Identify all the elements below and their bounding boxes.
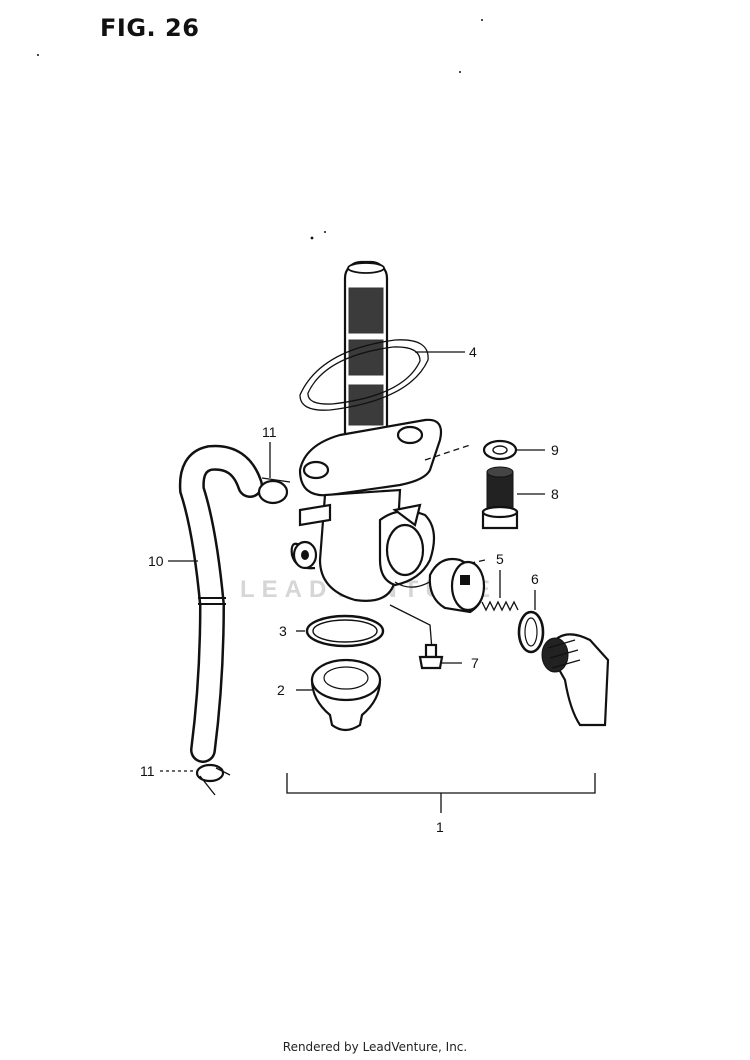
footer-credit: Rendered by LeadVenture, Inc. (282, 1040, 468, 1054)
o-ring-gasket-4 (299, 339, 429, 411)
callout-6: 6 (531, 571, 539, 587)
hose-clip-upper (257, 477, 291, 505)
callout-leaders (160, 351, 545, 772)
callout-10: 10 (148, 553, 164, 569)
drain-screw (418, 643, 444, 670)
callout-8: 8 (551, 486, 559, 502)
o-ring-3 (305, 614, 385, 648)
specks (37, 19, 483, 240)
callout-3: 3 (279, 623, 287, 639)
hose-clip-lower (195, 763, 231, 796)
fuel-hose (178, 444, 263, 763)
spring-5 (481, 600, 519, 612)
callout-5: 5 (496, 551, 504, 567)
valve-plug (428, 557, 486, 614)
assembly-bracket (286, 773, 596, 813)
callout-1: 1 (436, 819, 444, 835)
callout-7: 7 (471, 655, 479, 671)
callout-11-upper: 11 (262, 424, 277, 440)
callout-4: 4 (469, 344, 477, 360)
o-ring-6 (517, 610, 545, 654)
sediment-cup (310, 658, 382, 732)
callout-2: 2 (277, 682, 285, 698)
fuel-lever (541, 633, 610, 727)
washer-9 (482, 439, 518, 461)
figure-title: FIG. 26 (100, 14, 200, 42)
bolt-8 (481, 466, 519, 530)
fuel-cock-body (290, 418, 443, 602)
callout-9: 9 (551, 442, 559, 458)
callout-11-lower: 11 (140, 763, 155, 779)
fuel-filter-strainer (343, 260, 389, 459)
